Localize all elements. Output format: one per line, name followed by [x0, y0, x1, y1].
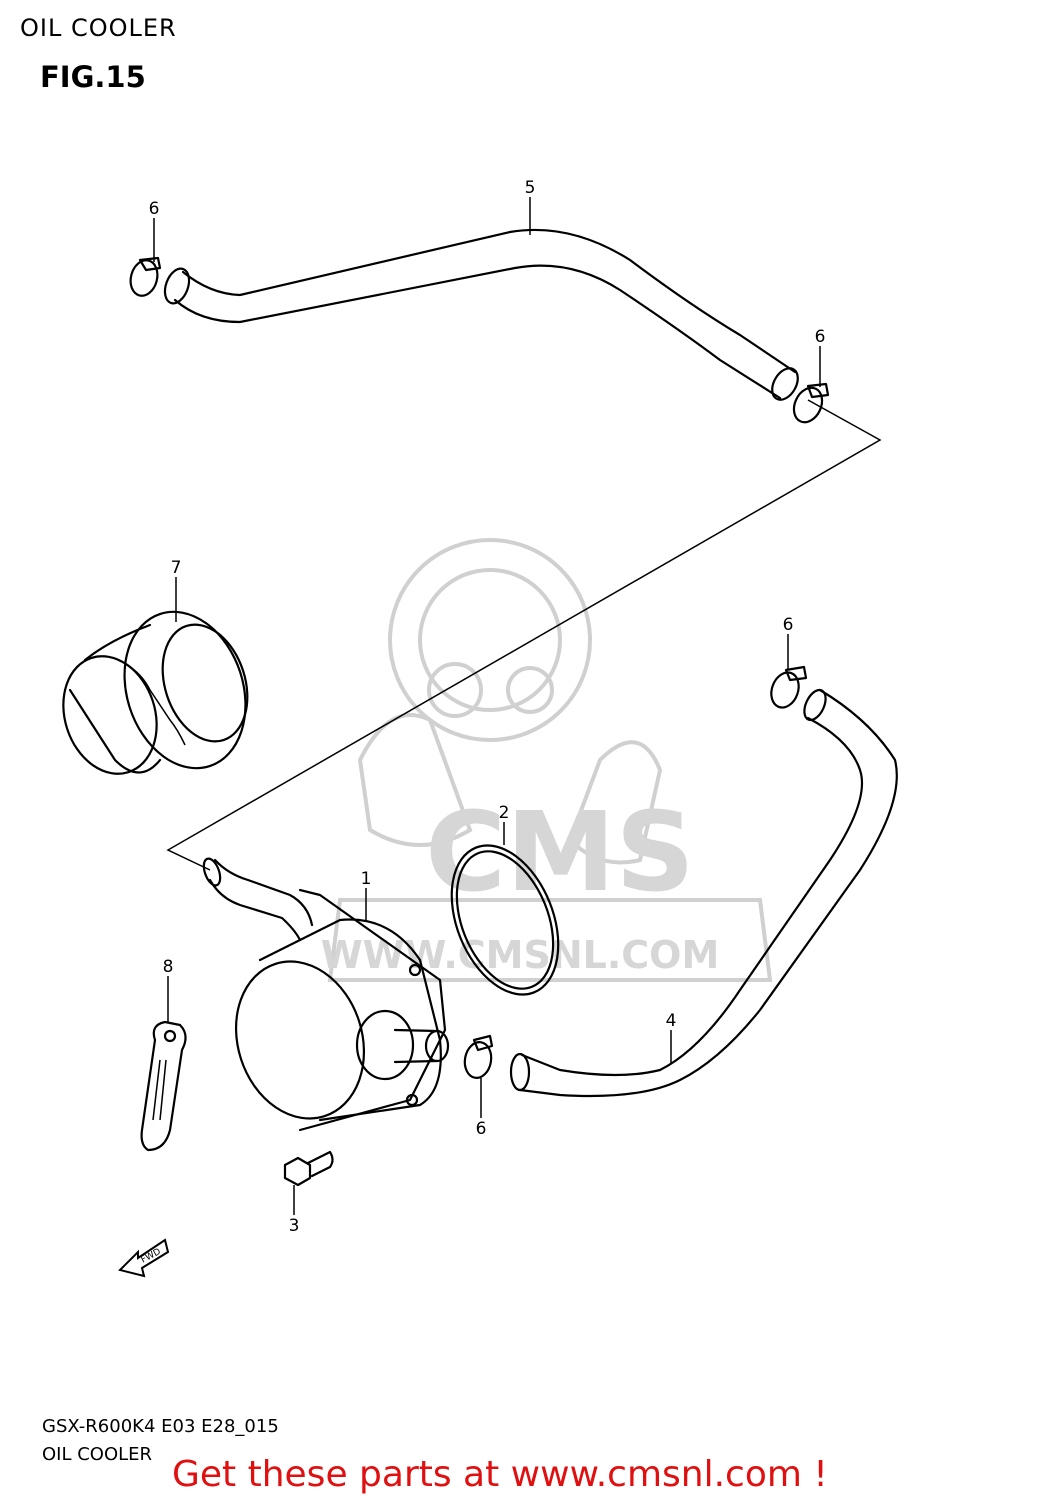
- callout-6-top-right: 6: [815, 327, 826, 347]
- hose-upper: [163, 228, 799, 401]
- oil-cooler-body: [202, 857, 450, 1132]
- oil-filter: [62, 610, 249, 775]
- header-title: OIL COOLER: [20, 14, 177, 42]
- callout-2: 2: [499, 803, 510, 823]
- footer-section-name: OIL COOLER: [42, 1444, 153, 1465]
- promo-link[interactable]: Get these parts at www.cmsnl.com !: [172, 1454, 828, 1495]
- clamp-lower: [463, 1034, 494, 1079]
- figure-number: FIG.15: [40, 60, 146, 94]
- callout-1: 1: [361, 869, 372, 889]
- watermark-brand: CMS: [425, 788, 694, 916]
- callout-7: 7: [171, 558, 182, 578]
- clamp-mid-right: [770, 665, 808, 709]
- callout-8: 8: [163, 957, 174, 977]
- hose-lower: [509, 688, 898, 1098]
- callout-6-top-left: 6: [149, 199, 160, 219]
- callout-5: 5: [525, 178, 536, 198]
- leader-lines: [153, 197, 882, 1215]
- watermark-url: WWW.CMSNL.COM: [321, 933, 720, 977]
- callout-6-lower: 6: [476, 1119, 487, 1139]
- callout-3: 3: [289, 1216, 300, 1236]
- footer-model-code: GSX-R600K4 E03 E28_015: [42, 1416, 279, 1437]
- o-ring: [450, 844, 560, 996]
- callout-4: 4: [666, 1011, 677, 1031]
- watermark-logo: CMS WWW.CMSNL.COM: [321, 538, 773, 982]
- clamp-top-left: [129, 256, 162, 297]
- callout-6-mid-right: 6: [783, 615, 794, 635]
- bracket: [140, 1020, 187, 1152]
- fwd-arrow-icon: FWD: [118, 1238, 170, 1278]
- bolt: [283, 1150, 334, 1187]
